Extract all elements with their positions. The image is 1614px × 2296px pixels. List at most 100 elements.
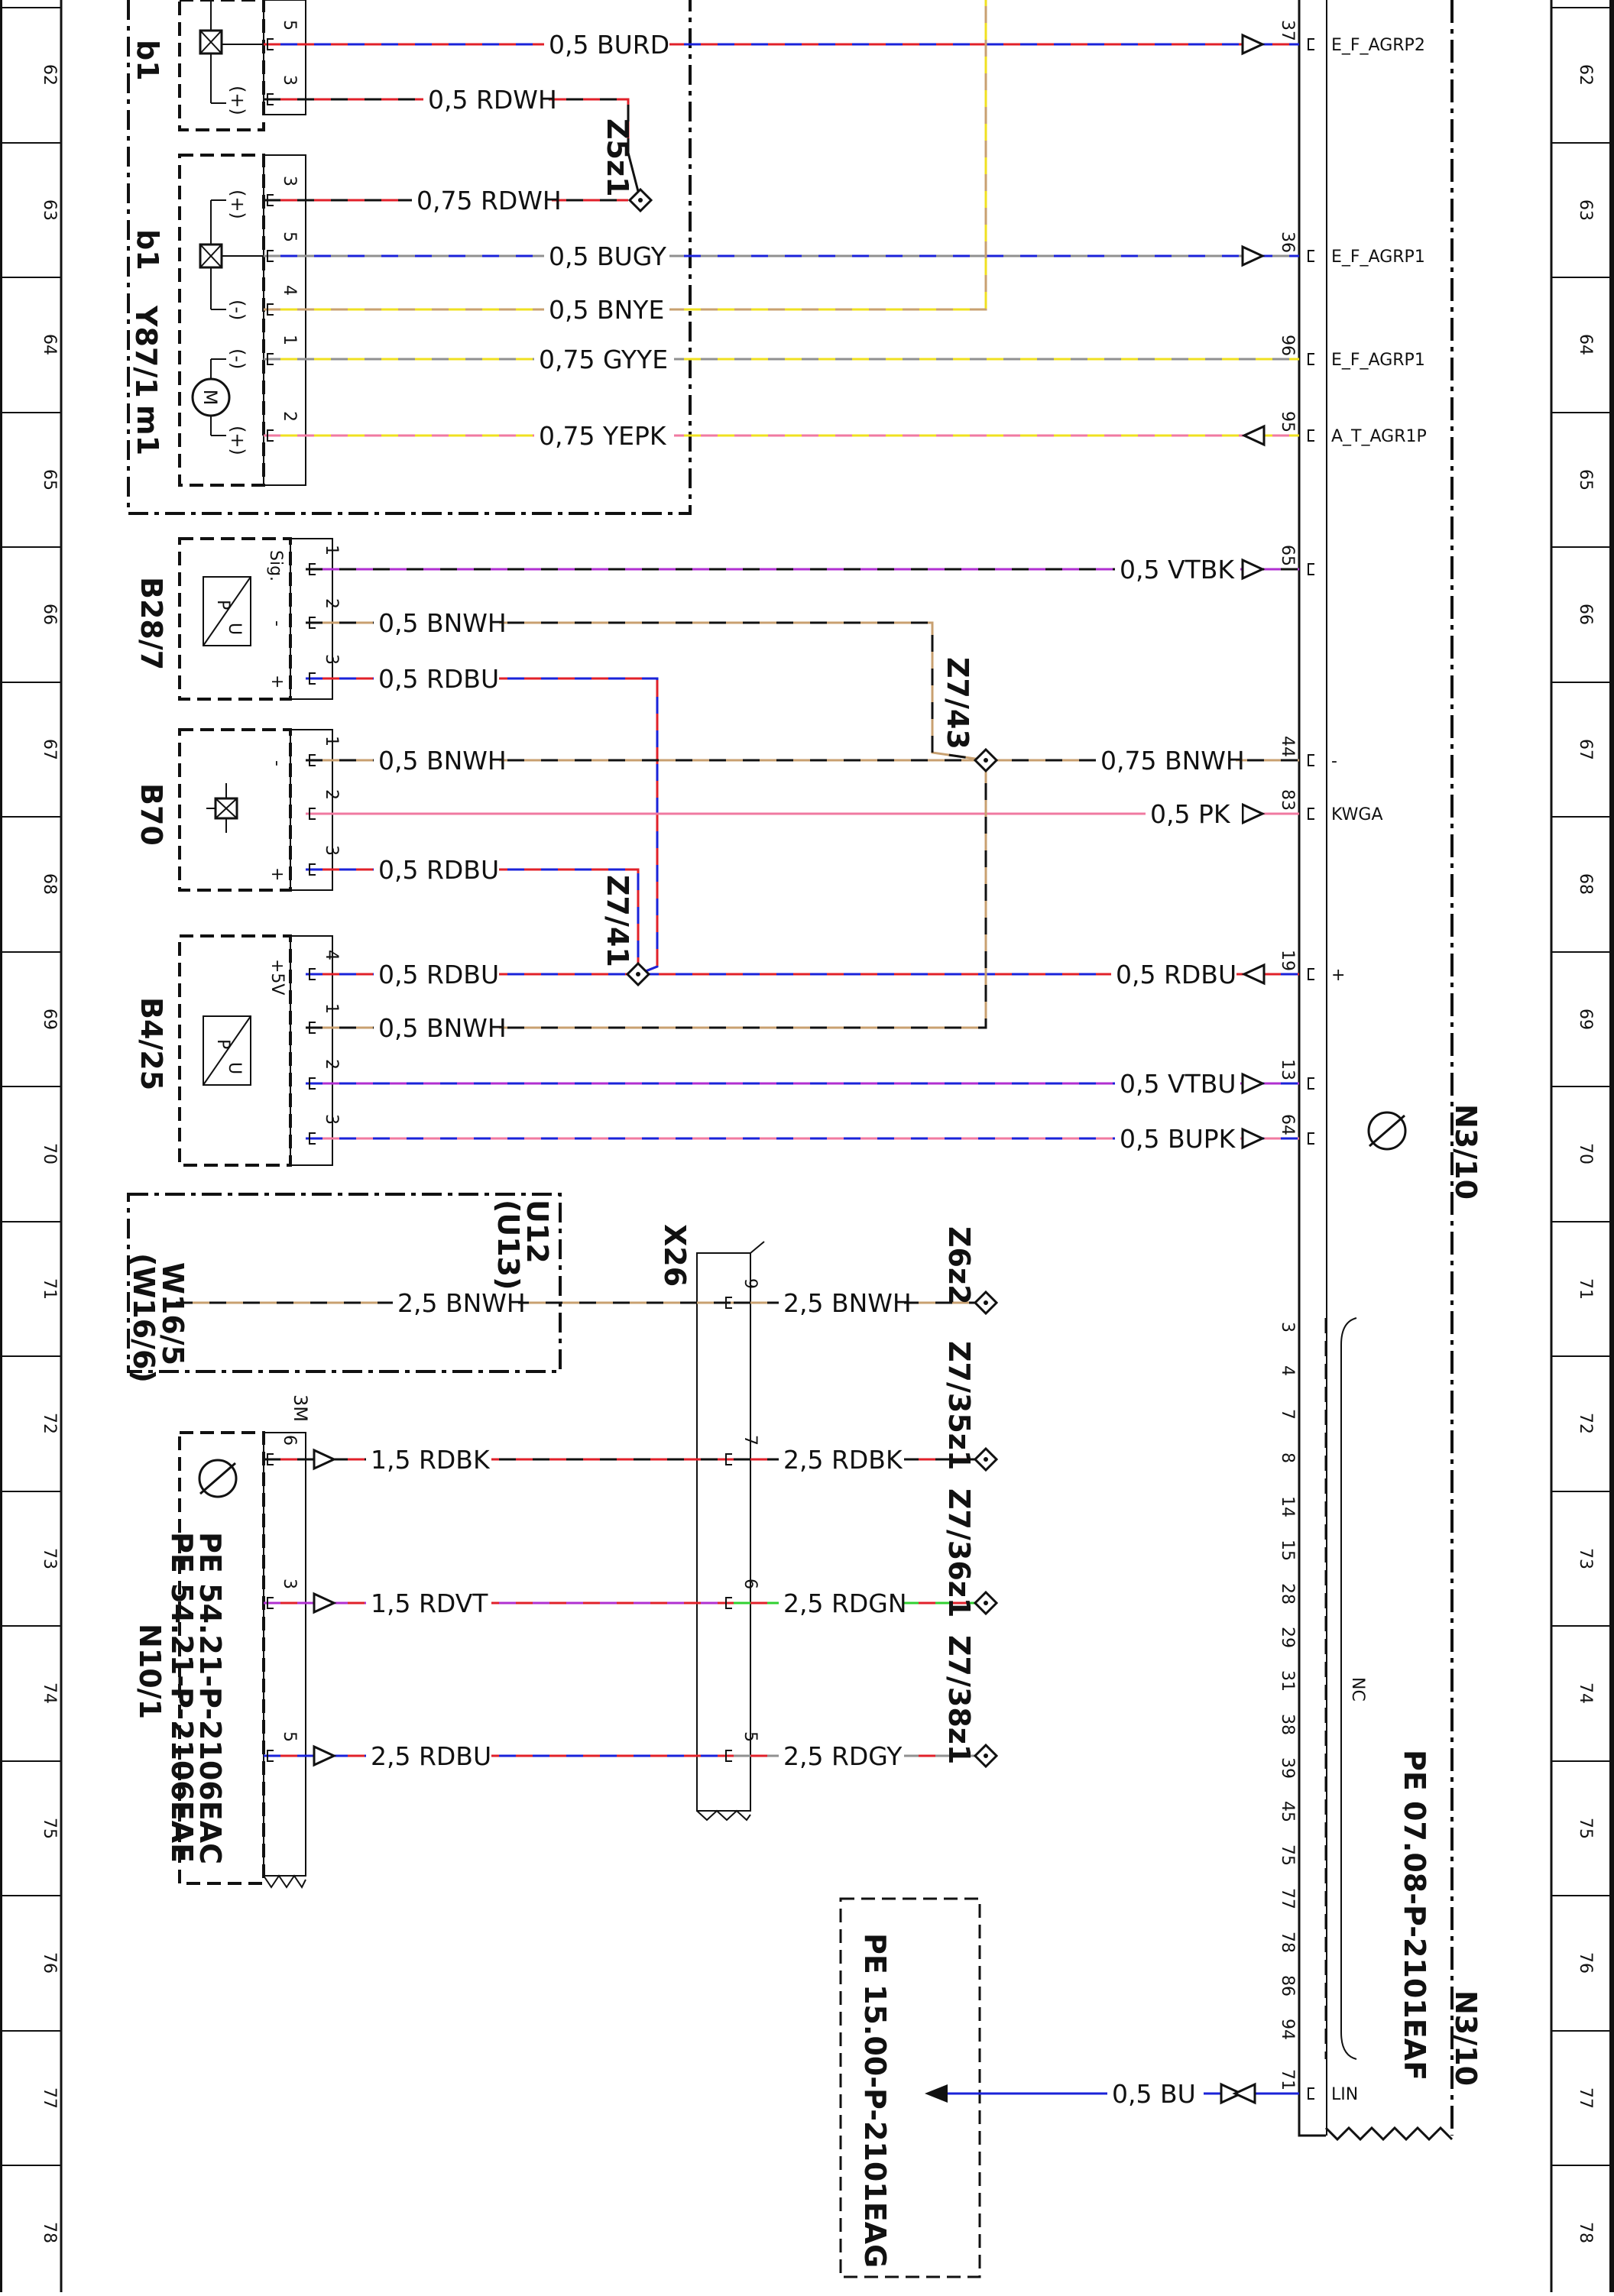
wire-rdwh-1-base bbox=[264, 98, 630, 153]
pin-box-y87 bbox=[267, 303, 274, 316]
pin-64: 64 bbox=[1278, 1114, 1297, 1135]
u13-label: (U13) bbox=[491, 1200, 525, 1290]
splice-z738-dot bbox=[984, 1754, 988, 1758]
sensor-pin: 2 bbox=[322, 789, 341, 800]
signal-kwga: KWGA bbox=[1331, 805, 1383, 824]
y87-pin: 3 bbox=[280, 176, 299, 186]
grid-number-left: 67 bbox=[40, 739, 59, 760]
grid-number-left: 63 bbox=[40, 199, 59, 221]
sensor-pin: 2 bbox=[322, 598, 341, 609]
pin-65: 65 bbox=[1278, 545, 1297, 566]
grid-number-right: 72 bbox=[1576, 1413, 1595, 1434]
n3-label-a: N3/10 bbox=[1449, 1104, 1483, 1200]
n3-unit bbox=[1298, 0, 1454, 2142]
label-rdbk25: 2,5 RDBK bbox=[783, 1445, 903, 1475]
splice-z6z2-dot bbox=[984, 1300, 988, 1305]
b70-box bbox=[178, 728, 333, 892]
label-bnwh-2-bg bbox=[374, 748, 499, 776]
label-yepk-bg bbox=[534, 423, 674, 451]
grid-number-left: 69 bbox=[40, 1009, 59, 1030]
label-rdwh-2-bg bbox=[412, 188, 552, 215]
pin-19: 19 bbox=[1278, 950, 1297, 971]
y87-label: Y87/1 bbox=[129, 305, 163, 398]
pin-box-y87 bbox=[267, 353, 274, 365]
splice-z743-dot bbox=[984, 758, 988, 763]
wire-bnye-stripe bbox=[264, 0, 987, 311]
b4-label: B4/25 bbox=[134, 997, 168, 1090]
grid-number-right: 66 bbox=[1576, 604, 1595, 625]
sensor-pin: 1 bbox=[322, 736, 341, 746]
label-rdbu-4-bg bbox=[1111, 962, 1236, 989]
wire-rdbu-2-stripe bbox=[306, 868, 640, 974]
term-plus-s1: + bbox=[267, 675, 287, 688]
grid-number-right: 78 bbox=[1576, 2222, 1595, 2243]
label-bnwh25-b: 2,5 BNWH bbox=[783, 1288, 912, 1318]
label-z738: Z7/38z1 bbox=[942, 1635, 976, 1764]
label-rdgn-bg bbox=[779, 1591, 904, 1618]
y87-pin: 3 bbox=[280, 75, 299, 86]
label-rdbu-3-bg bbox=[374, 962, 499, 989]
arrow-pk bbox=[1241, 802, 1266, 825]
n10-pin: 3 bbox=[280, 1579, 299, 1589]
term-minus-1: (-) bbox=[227, 300, 248, 320]
u12-label: U12 bbox=[520, 1200, 554, 1264]
grid-number-left: 65 bbox=[40, 469, 59, 491]
x26-pin: 6 bbox=[741, 1579, 760, 1589]
label-bupk: 0,5 BUPK bbox=[1120, 1124, 1236, 1154]
label-rdbu-1: 0,5 RDBU bbox=[378, 664, 499, 694]
pe5421c-ref: PE 54.21-P-2106EAC bbox=[193, 1532, 227, 1864]
grid-number-right: 62 bbox=[1576, 64, 1595, 86]
n10-pin: 5 bbox=[280, 1731, 299, 1742]
nc-pin: 15 bbox=[1278, 1540, 1297, 1561]
y87-pin: 1 bbox=[280, 335, 299, 345]
pin-44: 44 bbox=[1278, 736, 1297, 757]
label-rdgy: 2,5 RDGY bbox=[783, 1741, 903, 1771]
label-burd-bg bbox=[544, 32, 669, 60]
pin-box-n3 bbox=[1308, 250, 1314, 262]
sensor-pin: 3 bbox=[322, 654, 341, 665]
grid-number-right: 77 bbox=[1576, 2087, 1595, 2109]
pin-95: 95 bbox=[1278, 411, 1297, 432]
n10-pin: 6 bbox=[280, 1435, 299, 1446]
label-rdbu-3: 0,5 RDBU bbox=[378, 960, 499, 989]
b1-top-label: b1 bbox=[131, 40, 164, 81]
grid-number-left: 78 bbox=[40, 2222, 59, 2243]
sensor-pin: 4 bbox=[322, 950, 341, 960]
nc-bracket bbox=[1324, 1317, 1357, 2060]
y87-pin: 5 bbox=[280, 20, 299, 31]
x26-pin: 5 bbox=[741, 1731, 760, 1742]
label-bnwh-3-bg bbox=[374, 1015, 499, 1043]
label-rdbu-4: 0,5 RDBU bbox=[1116, 960, 1236, 989]
nc-pin: 4 bbox=[1278, 1365, 1297, 1376]
label-rdvt: 1,5 RDVT bbox=[371, 1588, 488, 1618]
label-pk: 0,5 PK bbox=[1150, 799, 1231, 829]
grid-number-left: 74 bbox=[40, 1682, 59, 1704]
signal-agrp1-a: E_F_AGRP1 bbox=[1331, 248, 1425, 267]
pin-box-n10 bbox=[267, 1597, 274, 1609]
label-vtbu: 0,5 VTBU bbox=[1120, 1069, 1236, 1099]
wires bbox=[176, 0, 1299, 2095]
pin-box-n3 bbox=[1308, 1132, 1314, 1145]
nc-pin: 38 bbox=[1278, 1714, 1297, 1735]
left-grid-border bbox=[0, 0, 63, 2292]
nc-pin: 77 bbox=[1278, 1888, 1297, 1909]
term-minus-s2: - bbox=[267, 760, 287, 766]
label-z6z2: Z6z2 bbox=[942, 1226, 976, 1305]
nc-pin: 45 bbox=[1278, 1801, 1297, 1822]
pin-box-sensor bbox=[309, 808, 316, 820]
svg-text:P: P bbox=[213, 600, 232, 610]
pin-box-sensor bbox=[309, 1022, 316, 1034]
n10-label: N10/1 bbox=[133, 1624, 167, 1719]
sensor-pin: 3 bbox=[322, 1114, 341, 1125]
pin-box-x26 bbox=[725, 1297, 732, 1309]
pin-box-n3 bbox=[1308, 968, 1314, 980]
grid-number-right: 63 bbox=[1576, 199, 1595, 221]
pin-box-sensor bbox=[309, 1132, 316, 1145]
grid-number-left: 77 bbox=[40, 2087, 59, 2109]
label-yepk: 0,75 YEPK bbox=[539, 421, 667, 451]
splice-z741-dot bbox=[636, 972, 640, 976]
w16-label: W16/5 bbox=[156, 1262, 190, 1365]
nc-pin: 14 bbox=[1278, 1496, 1297, 1517]
nc-pin: 7 bbox=[1278, 1409, 1297, 1420]
